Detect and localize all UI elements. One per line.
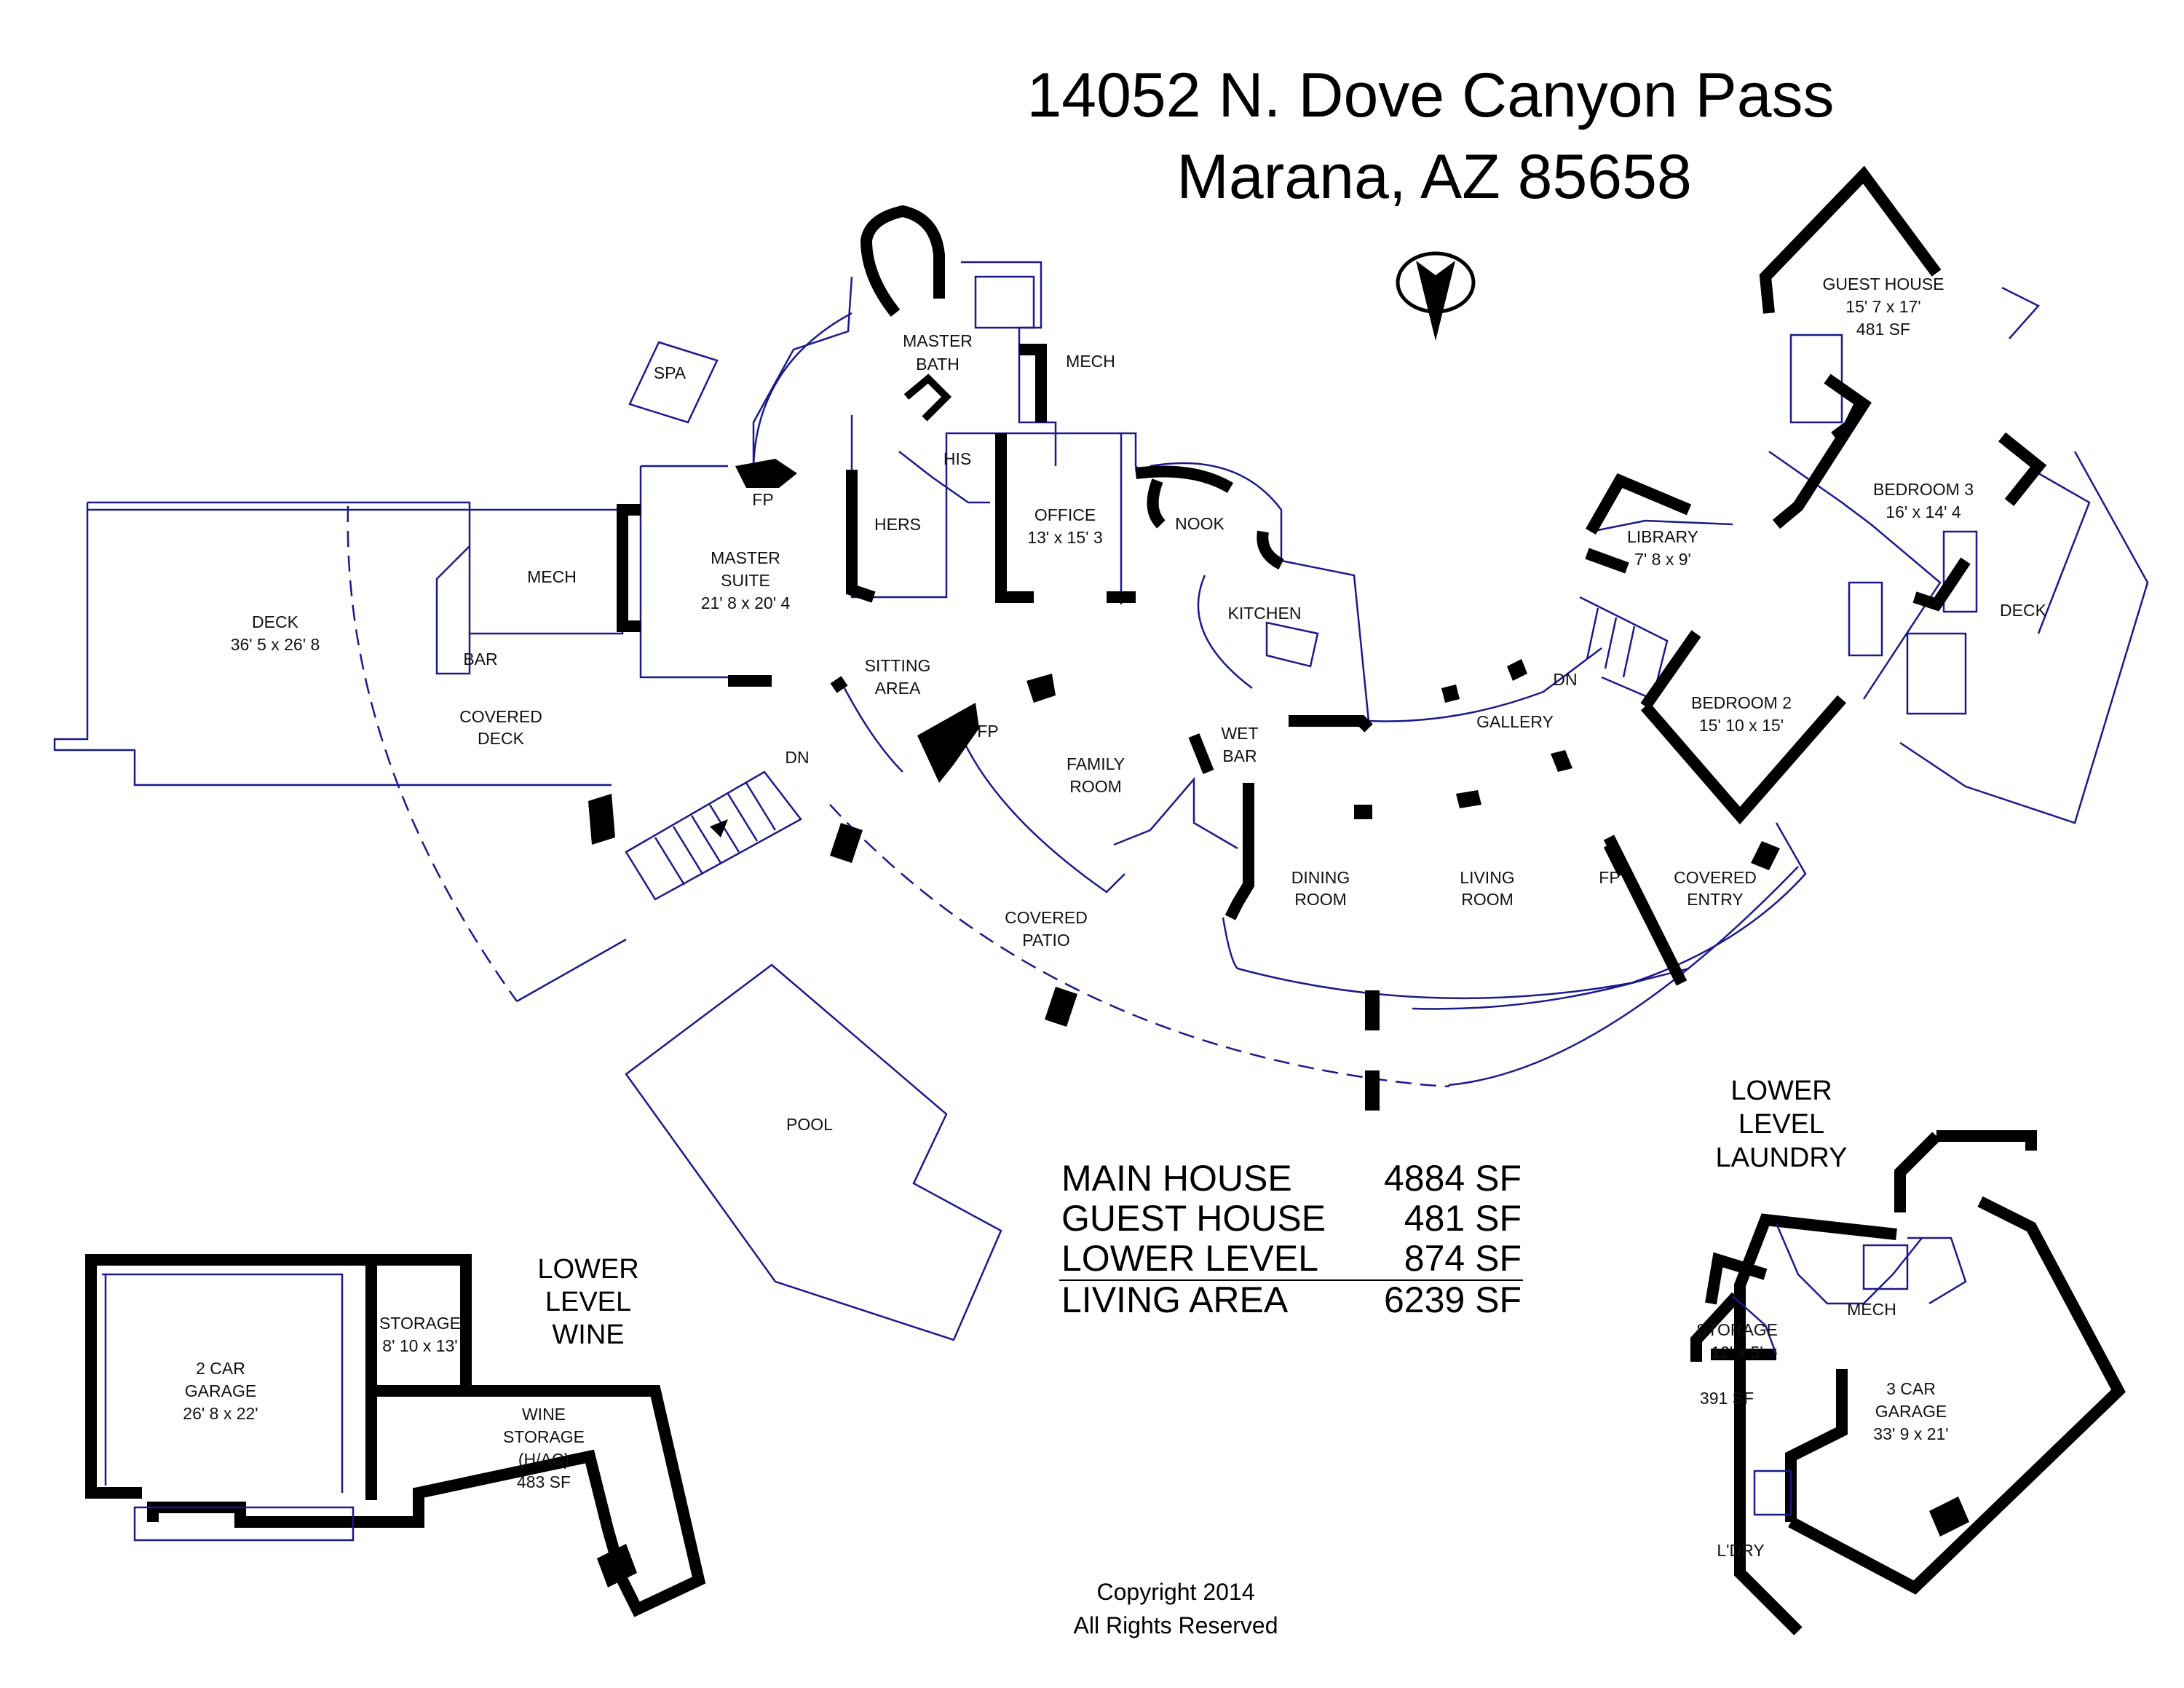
- area-row-value: 6239 SF: [1384, 1279, 1522, 1320]
- lower-laundry-heading-2: LEVEL: [1738, 1109, 1824, 1140]
- label-dn-stair: DN: [785, 748, 809, 767]
- label-storage-laundry-2: 12' x 5': [1711, 1343, 1762, 1362]
- label-dn-gallery: DN: [1553, 670, 1577, 689]
- label-his: HIS: [943, 449, 971, 468]
- label-spa: SPA: [654, 363, 687, 382]
- label-mech-bath: MECH: [1066, 352, 1115, 371]
- label-dining-room-2: ROOM: [1294, 890, 1347, 909]
- label-dining-room-1: DINING: [1291, 868, 1350, 887]
- label-storage-laundry-1: STORAGE: [1696, 1320, 1778, 1339]
- label-bedroom3-1: BEDROOM 3: [1873, 480, 1974, 499]
- pool-outline: [625, 963, 1002, 1341]
- label-deck-main-1: DECK: [252, 612, 299, 631]
- label-garage2-2: GARAGE: [185, 1381, 256, 1400]
- area-row-label: GUEST HOUSE: [1061, 1198, 1326, 1239]
- label-wet-bar-1: WET: [1221, 724, 1258, 743]
- area-row-label: LOWER LEVEL: [1061, 1238, 1318, 1279]
- label-kitchen: KITCHEN: [1228, 604, 1302, 623]
- label-master-suite-1: MASTER: [711, 548, 780, 567]
- lower-wine-heading-3: WINE: [552, 1320, 624, 1350]
- area-table: MAIN HOUSE 4884 SF GUEST HOUSE 481 SF LO…: [1059, 1158, 1523, 1320]
- label-garage3-2: GARAGE: [1875, 1402, 1947, 1421]
- label-office-1: OFFICE: [1034, 505, 1096, 524]
- label-master-bath-2: BATH: [916, 355, 960, 374]
- label-living-room-2: ROOM: [1461, 890, 1514, 909]
- north-arrow-icon: [1396, 251, 1476, 341]
- area-row-value: 481 SF: [1404, 1198, 1522, 1239]
- label-sitting-area-2: AREA: [875, 679, 921, 698]
- label-master-bath-1: MASTER: [903, 331, 973, 350]
- label-guest-house-2: 15' 7 x 17': [1845, 297, 1920, 316]
- label-fp-master: FP: [752, 490, 773, 509]
- label-pool: POOL: [786, 1115, 833, 1134]
- label-bedroom2-2: 15' 10 x 15': [1699, 716, 1784, 735]
- lower-level-wine-plan: LOWER LEVEL WINE 2 CAR GARAGE 26' 8 x 22…: [85, 1254, 706, 1617]
- rights-text: All Rights Reserved: [1074, 1612, 1278, 1638]
- lower-wine-heading-2: LEVEL: [545, 1287, 631, 1317]
- label-garage2-3: 26' 8 x 22': [183, 1404, 258, 1423]
- label-storage-wine-2: 8' 10 x 13': [382, 1336, 457, 1355]
- label-laundry: L'DRY: [1717, 1541, 1764, 1560]
- label-nook: NOOK: [1175, 514, 1224, 533]
- main-house-labels: MASTER BATH MECH HIS HERS SPA FP MASTER …: [231, 275, 2047, 1134]
- label-garage3-3: 33' 9 x 21': [1873, 1424, 1948, 1443]
- label-covered-deck-1: COVERED: [459, 707, 542, 726]
- area-row-value: 4884 SF: [1384, 1158, 1522, 1199]
- label-covered-entry-1: COVERED: [1674, 868, 1757, 887]
- label-office-2: 13' x 15' 3: [1027, 528, 1102, 547]
- label-bedroom2-1: BEDROOM 2: [1691, 693, 1792, 712]
- label-covered-deck-2: DECK: [478, 729, 525, 748]
- main-house-outline: [53, 261, 2149, 1010]
- label-bedroom3-2: 16' x 14' 4: [1886, 502, 1961, 521]
- label-garage3-1: 3 CAR: [1886, 1379, 1936, 1398]
- label-covered-entry-2: ENTRY: [1687, 890, 1744, 909]
- area-row-label: MAIN HOUSE: [1061, 1158, 1292, 1199]
- covered-areas: [347, 505, 1799, 1088]
- label-master-suite-2: SUITE: [721, 571, 770, 590]
- label-hers: HERS: [874, 515, 921, 534]
- lower-wine-heading-1: LOWER: [537, 1254, 638, 1285]
- label-garage2-1: 2 CAR: [196, 1359, 245, 1378]
- area-row-value: 874 SF: [1404, 1238, 1522, 1279]
- label-mech-deck: MECH: [527, 567, 577, 586]
- label-family-room-1: FAMILY: [1067, 754, 1125, 773]
- lower-laundry-heading-1: LOWER: [1730, 1076, 1832, 1106]
- label-wine-2: STORAGE: [503, 1427, 585, 1446]
- label-wine-4: 483 SF: [517, 1472, 571, 1491]
- label-living-room-1: LIVING: [1460, 868, 1514, 887]
- deck-stair: [625, 770, 802, 901]
- label-guest-house-3: 481 SF: [1856, 320, 1910, 339]
- label-deck-guest: DECK: [2000, 601, 2047, 620]
- label-fp-sitting: FP: [977, 722, 998, 741]
- lower-laundry-heading-3: LAUNDRY: [1716, 1143, 1848, 1173]
- label-sitting-area-1: SITTING: [865, 656, 931, 675]
- label-storage-wine-1: STORAGE: [379, 1314, 461, 1333]
- area-row-label: LIVING AREA: [1061, 1279, 1289, 1320]
- label-wine-3: (H/AC): [518, 1450, 569, 1469]
- label-family-room-2: ROOM: [1069, 777, 1122, 796]
- address-line-2: Marana, AZ 85658: [1176, 142, 1692, 212]
- label-mech-laundry: MECH: [1847, 1300, 1896, 1319]
- copyright-text: Copyright 2014: [1096, 1579, 1254, 1605]
- label-wet-bar-2: BAR: [1222, 746, 1257, 765]
- label-bar: BAR: [463, 650, 497, 669]
- address-line-1: 14052 N. Dove Canyon Pass: [1026, 60, 1834, 130]
- label-covered-patio-2: PATIO: [1022, 931, 1070, 950]
- label-wine-1: WINE: [522, 1405, 566, 1424]
- label-guest-house-1: GUEST HOUSE: [1823, 275, 1944, 293]
- label-covered-patio-1: COVERED: [1005, 908, 1088, 927]
- label-deck-main-2: 36' 5 x 26' 8: [231, 635, 320, 654]
- label-391-sf: 391 SF: [1700, 1389, 1754, 1408]
- lower-level-laundry-plan: LOWER LEVEL LAUNDRY STORAGE 12' x 5' MEC…: [1690, 1076, 2126, 1636]
- main-house-walls: [588, 165, 2047, 1111]
- label-fp-entry: FP: [1599, 868, 1620, 887]
- label-library-2: 7' 8 x 9': [1634, 550, 1691, 569]
- label-library-1: LIBRARY: [1627, 527, 1698, 546]
- label-master-suite-3: 21' 8 x 20' 4: [701, 593, 791, 612]
- label-gallery: GALLERY: [1476, 712, 1554, 731]
